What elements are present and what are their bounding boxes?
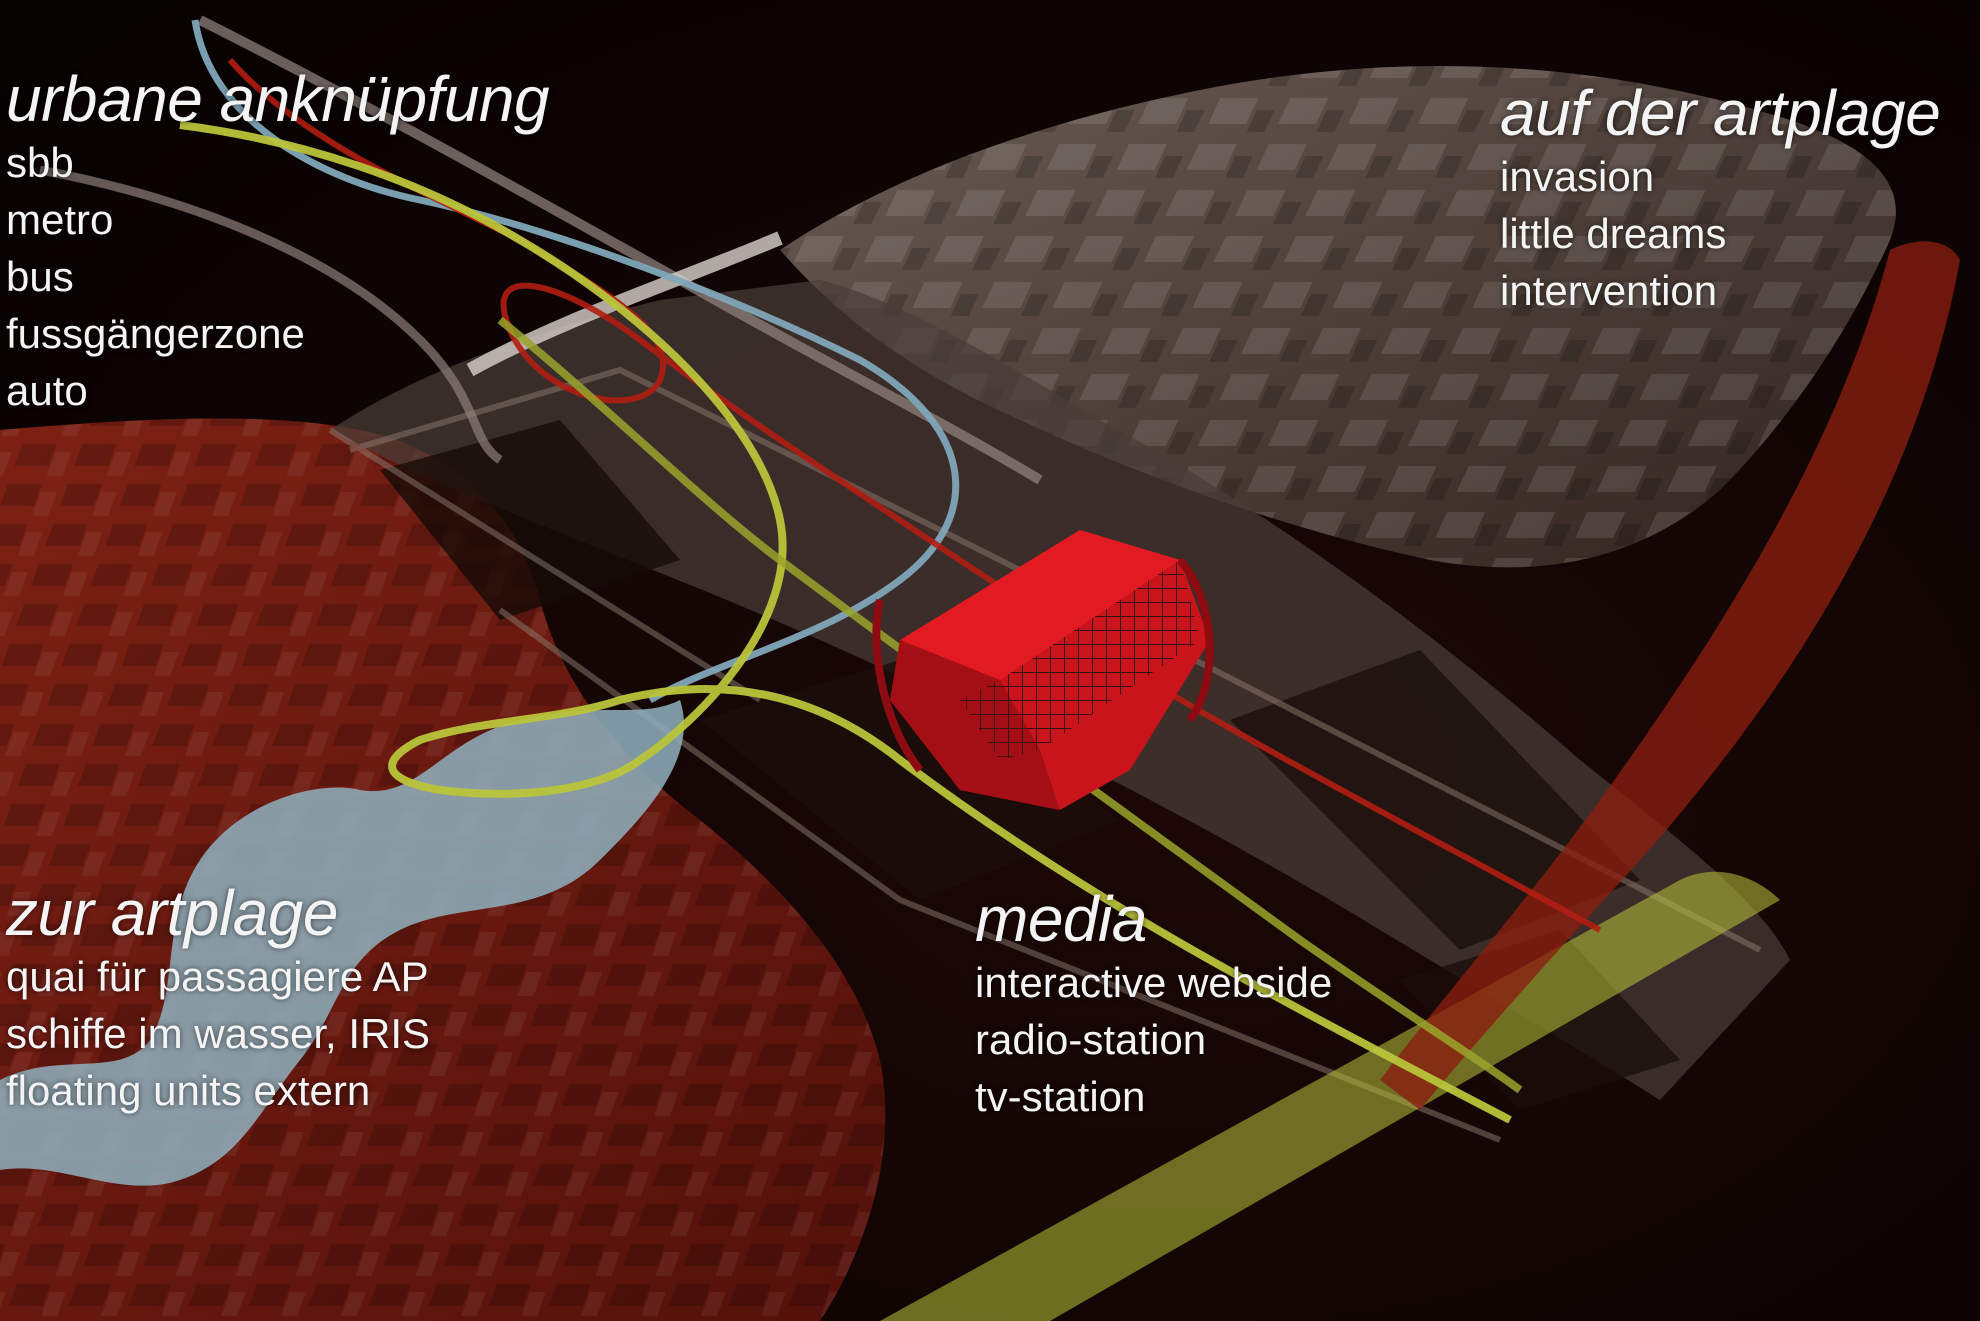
list-item: fussgängerzone	[6, 310, 305, 357]
group-title: media	[975, 883, 1147, 955]
media-pavilion	[872, 530, 1214, 810]
list-item: schiffe im wasser, IRIS	[6, 1010, 431, 1057]
red-strip	[1380, 241, 1960, 1111]
route-grey-2	[39, 165, 503, 464]
label-group-media: media interactive webside radio-station …	[975, 884, 1332, 1125]
green-strip	[880, 871, 1780, 1321]
list-item: little dreams	[1500, 210, 1727, 257]
lake-water	[0, 700, 684, 1186]
platform-frame	[328, 366, 1762, 1143]
group-title: urbane anknüpfung	[6, 63, 550, 135]
list-item: intervention	[1500, 267, 1718, 314]
group-title: zur artplage	[6, 877, 338, 949]
list-item: sbb	[6, 139, 74, 186]
list-item: invasion	[1500, 153, 1655, 200]
city-district-blocks	[780, 66, 1896, 568]
list-item: metro	[6, 196, 114, 243]
label-group-zur-artplage: zur artplage quai für passagiere AP schi…	[6, 878, 430, 1119]
list-item: bus	[6, 253, 74, 300]
platform-cutout-3	[1230, 650, 1640, 950]
platform-cutout-1	[380, 420, 680, 620]
group-title: auf der artplage	[1500, 77, 1941, 149]
label-group-auf-der-artplage: auf der artplage invasion little dreams …	[1500, 77, 1941, 319]
route-green	[179, 121, 1512, 1124]
label-group-urbane-anknuepfung: urbane anknüpfung sbb metro bus fussgäng…	[6, 63, 550, 419]
list-item: quai für passagiere AP	[6, 953, 429, 1000]
list-item: tv-station	[975, 1073, 1146, 1120]
route-white	[466, 231, 783, 377]
route-blue	[191, 19, 960, 704]
list-item: floating units extern	[6, 1067, 371, 1114]
list-item: radio-station	[975, 1016, 1207, 1063]
list-item: interactive webside	[975, 959, 1333, 1006]
list-item: auto	[6, 367, 88, 414]
